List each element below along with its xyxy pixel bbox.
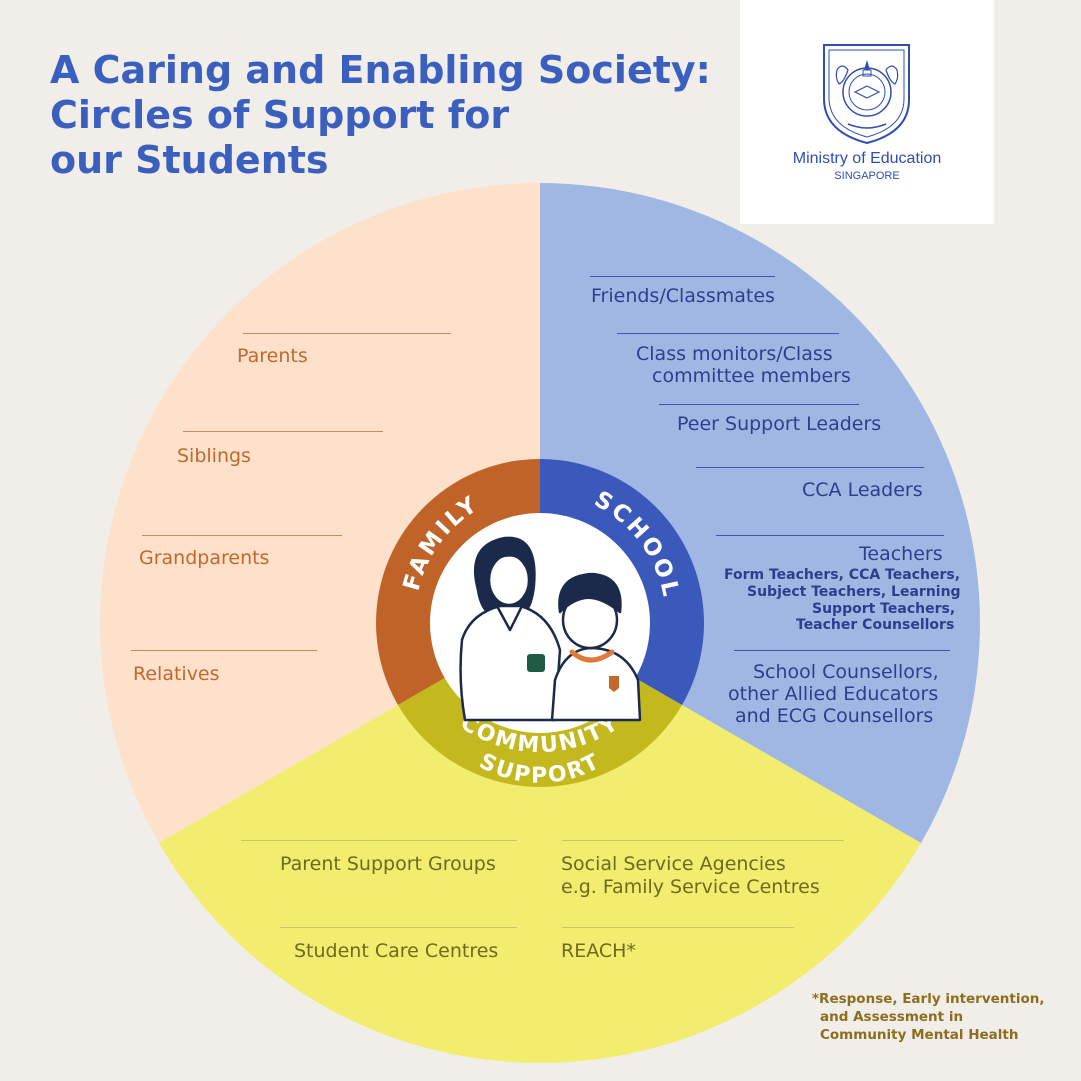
- family-item-parents: Parents: [237, 345, 308, 367]
- parent-child-illustration: [459, 536, 642, 722]
- divider: [241, 840, 517, 841]
- divider: [734, 650, 950, 651]
- footnote-line2: and Assessment in: [820, 1009, 964, 1025]
- woman-pocket: [527, 654, 545, 672]
- school-item-monitors-line2: committee members: [652, 365, 851, 387]
- woman-collar: [495, 604, 524, 632]
- divider: [562, 840, 844, 841]
- logo-country: SINGAPORE: [834, 170, 900, 182]
- school-item-monitors-line1: Class monitors/Class: [636, 343, 833, 365]
- school-item-teachers: Teachers: [859, 543, 943, 565]
- divider: [590, 276, 775, 277]
- divider: [716, 535, 944, 536]
- moe-logo: Ministry of Education SINGAPORE: [740, 0, 994, 224]
- divider: [617, 333, 839, 334]
- footnote-line3: Community Mental Health: [820, 1027, 1019, 1043]
- school-item-teachers-sub2: Subject Teachers, Learning: [747, 584, 961, 600]
- divider: [243, 333, 451, 334]
- divider: [659, 404, 859, 405]
- family-item-grandparents: Grandparents: [139, 547, 270, 569]
- woman-shirt: [459, 604, 562, 722]
- community-outer-sector: [159, 623, 921, 1063]
- community-item-ssa-line2: e.g. Family Service Centres: [561, 876, 820, 898]
- moe-crest-icon: [823, 44, 910, 145]
- boy-badge: [609, 676, 619, 692]
- page-title: A Caring and Enabling Society: Circles o…: [50, 48, 711, 183]
- school-item-friends: Friends/Classmates: [591, 285, 775, 307]
- family-item-relatives: Relatives: [133, 663, 220, 685]
- school-item-cca: CCA Leaders: [802, 479, 923, 501]
- woman-face: [487, 553, 531, 607]
- title-line-3: our Students: [50, 138, 329, 182]
- community-item-student-care: Student Care Centres: [294, 940, 499, 962]
- title-line-2: Circles of Support for: [50, 93, 510, 137]
- footnote: *Response, Early intervention, and Asses…: [812, 990, 1045, 1044]
- community-item-parent-groups: Parent Support Groups: [280, 853, 496, 875]
- school-item-teachers-sub3: Support Teachers,: [812, 601, 956, 617]
- divider: [696, 467, 924, 468]
- divider: [562, 927, 794, 928]
- boy-hair: [558, 572, 622, 614]
- school-item-counsellors-line2: other Allied Educators: [728, 683, 939, 705]
- divider: [183, 431, 383, 432]
- school-item-counsellors-line1: School Counsellors,: [753, 661, 939, 683]
- school-item-teachers-sub1: Form Teachers, CCA Teachers,: [724, 567, 961, 583]
- school-item-peer: Peer Support Leaders: [677, 413, 882, 435]
- woman-bangs: [486, 550, 532, 569]
- title-line-1: A Caring and Enabling Society:: [50, 48, 711, 92]
- logo-ministry-name: Ministry of Education: [792, 150, 942, 167]
- divider: [131, 650, 317, 651]
- divider: [280, 927, 517, 928]
- boy-collar: [569, 649, 615, 663]
- family-item-siblings: Siblings: [177, 445, 251, 467]
- footnote-line1: *Response, Early intervention,: [812, 991, 1045, 1007]
- divider: [142, 535, 342, 536]
- community-item-ssa-line1: Social Service Agencies: [561, 853, 786, 875]
- community-item-reach: REACH*: [561, 940, 636, 962]
- boy-shirt: [550, 646, 642, 722]
- school-item-counsellors-line3: and ECG Counsellors: [735, 705, 934, 727]
- school-item-teachers-sub4: Teacher Counsellors: [796, 617, 955, 633]
